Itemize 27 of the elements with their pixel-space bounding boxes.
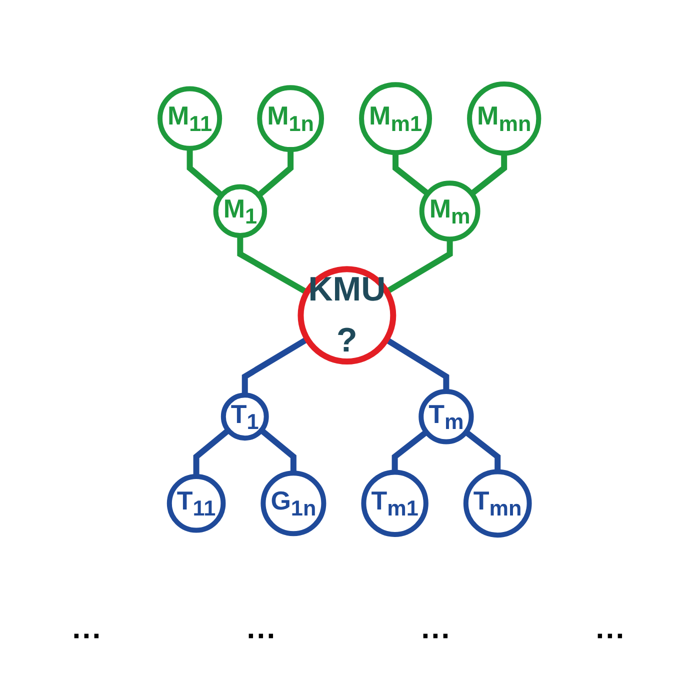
node-circle: M$_{1n}$ [256, 86, 324, 153]
node-circle: M$_{11}$ [157, 86, 222, 152]
node-circle: T$_{1}$ [220, 393, 268, 442]
node-circle: G$_{1n}$ [260, 471, 326, 537]
node-circle: M$_{1}$ [212, 184, 267, 238]
connector [236, 236, 308, 296]
connector [384, 240, 452, 295]
node-circle: KMU ? [297, 266, 396, 365]
ellipsis-label: ··· [72, 620, 102, 654]
connector [470, 154, 507, 197]
node-circle: T$_{mn}$ [463, 470, 532, 538]
connector [391, 430, 428, 473]
connector [464, 430, 500, 472]
connector [186, 148, 224, 198]
ellipsis-label: ··· [246, 620, 277, 654]
connector [192, 428, 230, 477]
connector [392, 153, 430, 197]
ellipsis-label: ··· [421, 620, 452, 654]
connector [256, 150, 294, 198]
node-circle: M$_{mn}$ [466, 82, 541, 156]
connector [242, 336, 308, 396]
ellipsis-label: ··· [596, 620, 626, 654]
node-circle: T$_{11}$ [166, 474, 226, 534]
node-circle: T$_{m}$ [418, 390, 474, 445]
node-circle: T$_{m1}$ [360, 470, 428, 538]
node-circle: M$_{m1}$ [358, 82, 432, 156]
node-circle: M$_{m}$ [419, 181, 480, 242]
